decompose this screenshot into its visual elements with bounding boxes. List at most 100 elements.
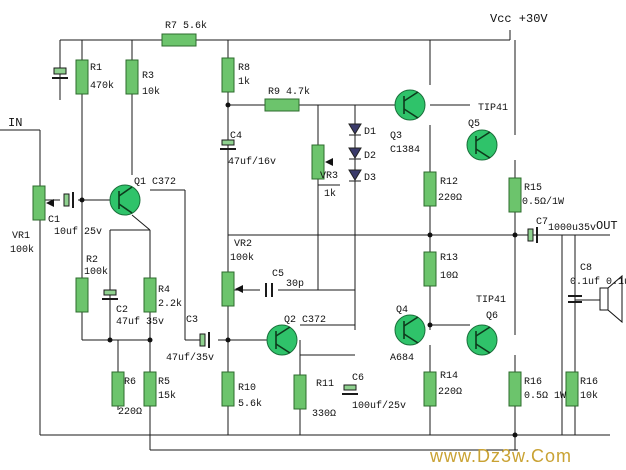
resistor-r16b — [565, 371, 579, 407]
junctions — [79, 102, 518, 438]
q6-value: TIP41 — [476, 295, 506, 306]
svg-text:R13: R13 — [440, 253, 458, 264]
svg-text:R5: R5 — [158, 377, 170, 388]
labels: Vcc +30V IN OUT www.Dz3w.Com R7 5.6k R1 … — [8, 12, 626, 466]
c4-value: 47uf/16v — [228, 156, 276, 168]
c2-value: 47uf 35v — [116, 316, 164, 328]
resistor-r9 — [264, 98, 300, 112]
c7-value: 1000u35v — [548, 223, 596, 234]
resistor-r2 — [75, 277, 89, 313]
svg-text:R3: R3 — [142, 71, 154, 82]
r11-value: 330Ω — [312, 409, 336, 420]
diode-d2 — [348, 147, 362, 159]
c1-value: 10uf 25v — [54, 226, 102, 238]
r14-value: 220Ω — [438, 387, 462, 398]
svg-text:C6: C6 — [352, 373, 364, 384]
svg-text:Q4: Q4 — [396, 305, 408, 316]
r9-value: 4.7k — [286, 86, 310, 98]
resistor-r16a — [508, 371, 522, 407]
svg-text:C1: C1 — [48, 215, 60, 226]
capacitor-c1 — [63, 192, 74, 208]
resistor-r10 — [221, 371, 235, 407]
capacitors — [52, 67, 582, 395]
resistor-r11 — [293, 374, 307, 410]
resistor-r7 — [161, 33, 197, 47]
r15-value: 0.5Ω/1W — [522, 196, 564, 208]
r10-value: 5.6k — [238, 398, 262, 410]
capacitor-c6 — [342, 384, 358, 395]
r4-value: 2.2k — [158, 298, 182, 310]
resistor-r6 — [111, 371, 125, 407]
resistor-r14 — [423, 371, 437, 407]
svg-text:C4: C4 — [230, 131, 242, 142]
svg-text:Q2 C372: Q2 C372 — [284, 315, 326, 326]
r16a-value: 0.5Ω 1W — [524, 391, 566, 402]
transistor-q2 — [266, 324, 298, 356]
resistor-r5 — [143, 371, 157, 407]
svg-text:R15: R15 — [524, 183, 542, 194]
r13-value: 10Ω — [440, 271, 458, 282]
r6-value: 220Ω — [118, 407, 142, 418]
pot-vr1 — [32, 185, 46, 221]
svg-text:R10: R10 — [238, 383, 256, 394]
svg-text:VR1: VR1 — [12, 231, 30, 242]
capacitor-c-top — [52, 67, 68, 79]
svg-text:VR2: VR2 — [234, 239, 252, 250]
r1-value: 470k — [90, 80, 114, 92]
transistors — [109, 89, 498, 356]
svg-text:R16: R16 — [524, 377, 542, 388]
resistor-r8 — [221, 57, 235, 93]
resistor-r3 — [125, 59, 139, 95]
transistor-q5 — [466, 129, 498, 161]
diode-d3 — [348, 169, 362, 181]
d3-label: D3 — [364, 173, 376, 184]
transistor-q3 — [394, 89, 426, 121]
resistors — [75, 33, 579, 410]
svg-text:R7 5.6k: R7 5.6k — [165, 20, 207, 32]
r8-value: 1k — [238, 76, 250, 88]
resistor-r12 — [423, 171, 437, 207]
c3-value: 47uf/35v — [166, 352, 214, 364]
capacitor-c3 — [199, 332, 210, 348]
svg-text:Q1 C372: Q1 C372 — [134, 177, 176, 188]
input-label: IN — [8, 116, 22, 130]
svg-text:Q5: Q5 — [468, 119, 480, 130]
resistor-r1 — [75, 59, 89, 95]
c8-value: 0.1uf 0.1uf — [570, 276, 626, 288]
vr1-value: 100k — [10, 244, 34, 256]
supply-label: Vcc +30V — [490, 12, 548, 26]
capacitor-c7 — [527, 227, 538, 243]
resistor-r15 — [508, 177, 522, 213]
watermark: www.Dz3w.Com — [429, 446, 572, 466]
transistor-q1 — [109, 184, 141, 216]
resistor-r4 — [143, 277, 157, 313]
svg-text:R1: R1 — [90, 63, 102, 74]
svg-text:R6: R6 — [124, 377, 136, 388]
svg-text:VR3: VR3 — [320, 171, 338, 182]
svg-text:Q3: Q3 — [390, 131, 402, 142]
svg-text:C8: C8 — [580, 263, 592, 274]
svg-text:R14: R14 — [440, 371, 458, 382]
r2-value: 100k — [84, 266, 108, 278]
q1-value: C372 — [152, 177, 176, 188]
svg-text:Q6: Q6 — [486, 311, 498, 322]
svg-text:R11: R11 — [316, 379, 334, 390]
d1-label: D1 — [364, 127, 376, 138]
capacitor-c4 — [220, 139, 236, 150]
vr3-value: 1k — [324, 188, 336, 200]
r7-value: 5.6k — [183, 20, 207, 32]
q3-value: C1384 — [390, 145, 420, 156]
diodes — [348, 123, 362, 182]
svg-text:C2: C2 — [116, 305, 128, 316]
svg-text:R4: R4 — [158, 285, 170, 296]
output-label: OUT — [596, 219, 618, 233]
r12-value: 220Ω — [438, 193, 462, 204]
svg-text:C3: C3 — [186, 315, 198, 326]
svg-text:R12: R12 — [440, 177, 458, 188]
svg-text:R9 4.7k: R9 4.7k — [268, 86, 310, 98]
pot-vr2 — [221, 271, 235, 307]
resistor-r13 — [423, 251, 437, 287]
q2-value: C372 — [302, 315, 326, 326]
c6-value: 100uf/25v — [352, 400, 406, 412]
capacitor-c5 — [265, 283, 273, 297]
